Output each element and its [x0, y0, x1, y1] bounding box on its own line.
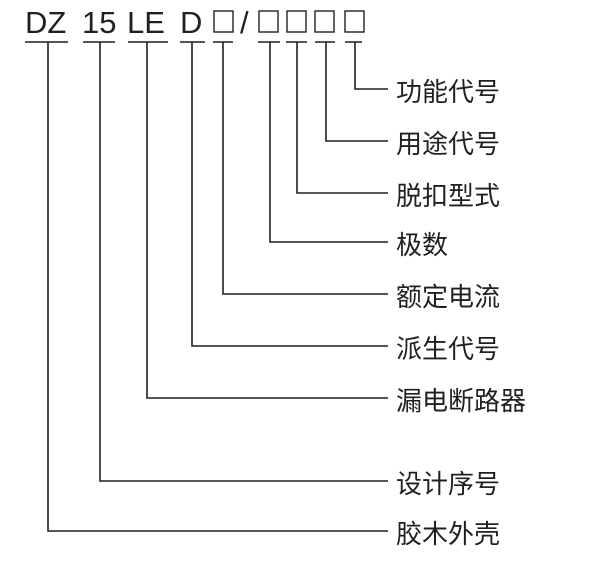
- placeholder-box-use: [314, 10, 335, 33]
- label-poles: 极数: [396, 231, 448, 261]
- label-use-code: 用途代号: [396, 130, 500, 160]
- placeholder-box-current: [213, 10, 234, 33]
- placeholder-box-function: [344, 10, 365, 33]
- code-slash: /: [240, 5, 249, 40]
- label-bakelite-case: 胶木外壳: [396, 520, 500, 550]
- model-code: DZ 15 LE D /: [25, 5, 365, 40]
- label-rated-current: 额定电流: [396, 283, 500, 313]
- labels: 功能代号 用途代号 脱扣型式 极数 额定电流 派生代号 漏电断路器 设计序号 胶…: [396, 78, 526, 550]
- label-design-number: 设计序号: [396, 470, 500, 500]
- label-trip-type: 脱扣型式: [396, 182, 500, 212]
- code-derivative: D: [180, 5, 202, 40]
- label-function-code: 功能代号: [396, 78, 500, 108]
- code-series: DZ: [25, 5, 66, 40]
- label-leakage-breaker: 漏电断路器: [396, 387, 526, 417]
- placeholder-box-trip: [286, 10, 307, 33]
- placeholder-box-poles: [258, 10, 279, 33]
- code-leakage: LE: [127, 5, 165, 40]
- code-design-number: 15: [82, 5, 116, 40]
- leader-lines: [47, 42, 388, 532]
- label-derivative-code: 派生代号: [396, 335, 500, 365]
